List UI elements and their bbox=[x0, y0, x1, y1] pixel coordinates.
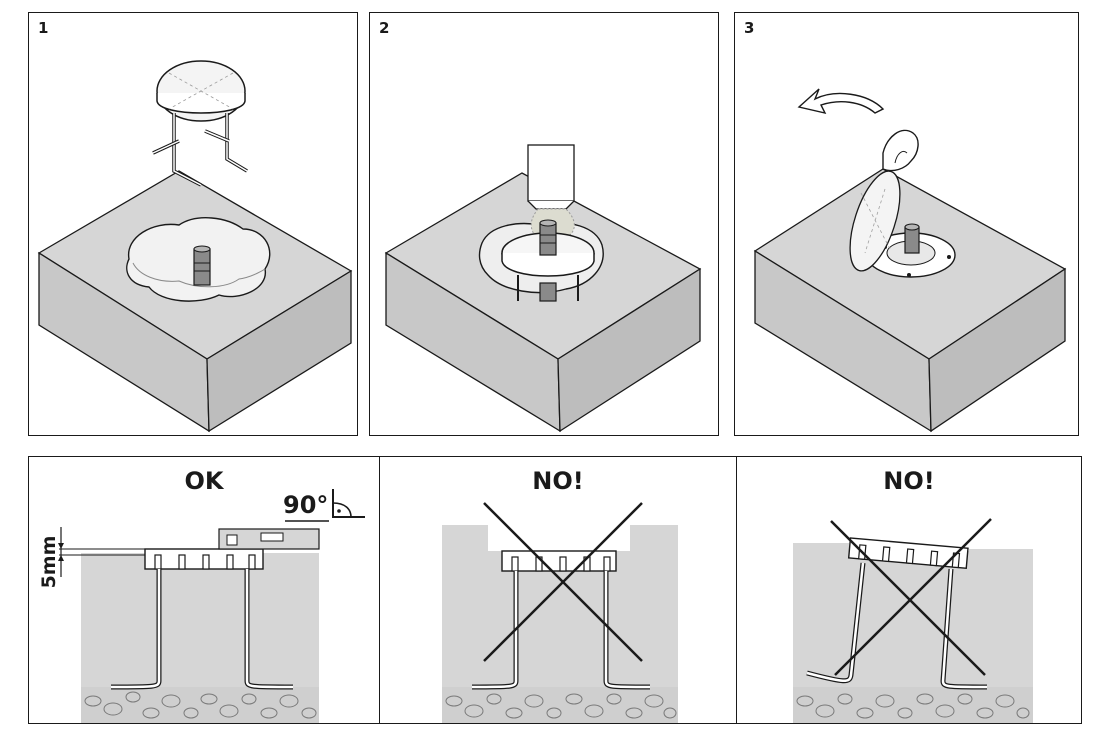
cross-mark bbox=[830, 520, 986, 676]
check-no-illustration-tilted bbox=[793, 518, 1033, 723]
step-1-panel: 1 bbox=[28, 12, 358, 436]
step-3-illustration bbox=[753, 88, 1067, 433]
hand-icon bbox=[882, 129, 919, 172]
concrete-section bbox=[81, 553, 319, 687]
step-3-panel: 3 bbox=[734, 12, 1079, 436]
check-no-illustration-sunken bbox=[442, 502, 678, 723]
step-number: 3 bbox=[744, 19, 755, 37]
step-number: 1 bbox=[38, 19, 49, 37]
check-no-panel-sunken: NO! bbox=[379, 456, 737, 724]
dimension-label: 5mm bbox=[38, 535, 60, 589]
protective-cover bbox=[849, 170, 901, 272]
right-angle-icon bbox=[332, 489, 365, 518]
concrete-section bbox=[442, 525, 678, 687]
concrete-section bbox=[793, 543, 1033, 687]
rotate-arrow-icon bbox=[797, 88, 885, 115]
gravel-layer bbox=[81, 687, 319, 723]
step-2-panel: 2 bbox=[369, 12, 719, 436]
anchor-post bbox=[193, 248, 211, 286]
recess-inner-wall bbox=[132, 262, 266, 288]
anchor-leg-left bbox=[172, 113, 202, 187]
check-ok-panel: OK bbox=[28, 456, 380, 724]
verdict-label: OK bbox=[184, 467, 224, 495]
fixture-body bbox=[501, 550, 617, 572]
concrete-block-right bbox=[928, 267, 1066, 433]
anchor-leg-right bbox=[225, 113, 248, 173]
anchor-post bbox=[539, 222, 557, 256]
gravel-layer bbox=[793, 687, 1033, 723]
step-2-illustration bbox=[384, 144, 702, 433]
concrete-block-right bbox=[206, 269, 352, 433]
verdict-label: NO! bbox=[883, 467, 935, 495]
step-number: 2 bbox=[379, 19, 390, 37]
concrete-block-right bbox=[557, 267, 701, 433]
check-no-panel-tilted: NO! bbox=[736, 456, 1082, 724]
verdict-label: NO! bbox=[532, 467, 584, 495]
angle-label: 90° bbox=[283, 491, 329, 519]
step-1-illustration bbox=[37, 60, 353, 433]
pouring-bucket bbox=[527, 144, 575, 202]
check-ok-illustration bbox=[58, 489, 365, 723]
anchor-post bbox=[904, 226, 920, 254]
